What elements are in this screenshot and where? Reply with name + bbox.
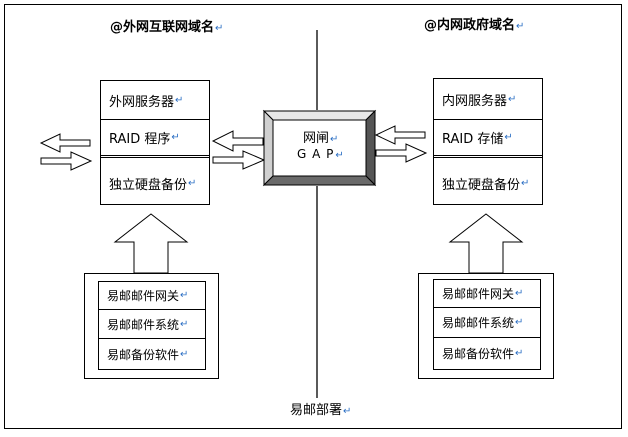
gap-label-en: G A P↵ [297, 147, 345, 161]
inner-server-box: 内网服务器↵ RAID 存储↵ 独立硬盘备份↵ [433, 78, 543, 205]
deployment-caption: 易邮部署↵ [290, 403, 352, 418]
backup-software-cell: 易邮备份软件↵ [433, 337, 541, 370]
mail-system-cell: 易邮邮件系统↵ [98, 309, 206, 339]
left-gap-arrow-out [212, 150, 266, 170]
mail-system-cell: 易邮邮件系统↵ [433, 307, 541, 338]
independent-disk-backup-row: 独立硬盘备份↵ [109, 177, 197, 193]
left-up-arrow [113, 213, 189, 274]
left-mail-stack: 易邮邮件网关↵ 易邮邮件系统↵ 易邮备份软件↵ [84, 273, 219, 379]
right-gap-arrow-out [375, 143, 428, 163]
backup-software-cell: 易邮备份软件↵ [98, 338, 206, 370]
left-domain-title: @外网互联网域名↵ [110, 20, 224, 35]
raid-storage-row: RAID 存储↵ [434, 120, 542, 158]
right-mail-stack: 易邮邮件网关↵ 易邮邮件系统↵ 易邮备份软件↵ [418, 273, 554, 379]
right-domain-title: @内网政府域名↵ [424, 18, 525, 33]
mail-gateway-cell: 易邮邮件网关↵ [98, 281, 206, 310]
gap-label-cn: 网闸↵ [303, 131, 339, 146]
inner-server-row: 内网服务器↵ [434, 79, 542, 120]
independent-disk-backup-row: 独立硬盘备份↵ [442, 177, 530, 193]
outer-server-row: 外网服务器↵ [101, 81, 209, 120]
left-outer-arrow-in [39, 133, 91, 153]
left-outer-arrow-out [40, 151, 93, 171]
right-gap-arrow-in [374, 125, 426, 145]
outer-server-box: 外网服务器↵ RAID 程序↵ 独立硬盘备份↵ [100, 80, 210, 205]
gap-device [262, 109, 377, 187]
left-gap-arrow-in [211, 130, 264, 152]
right-up-arrow [448, 213, 524, 274]
diagram-frame [4, 4, 622, 429]
raid-program-row: RAID 程序↵ [101, 120, 209, 158]
mail-gateway-cell: 易邮邮件网关↵ [433, 279, 541, 308]
